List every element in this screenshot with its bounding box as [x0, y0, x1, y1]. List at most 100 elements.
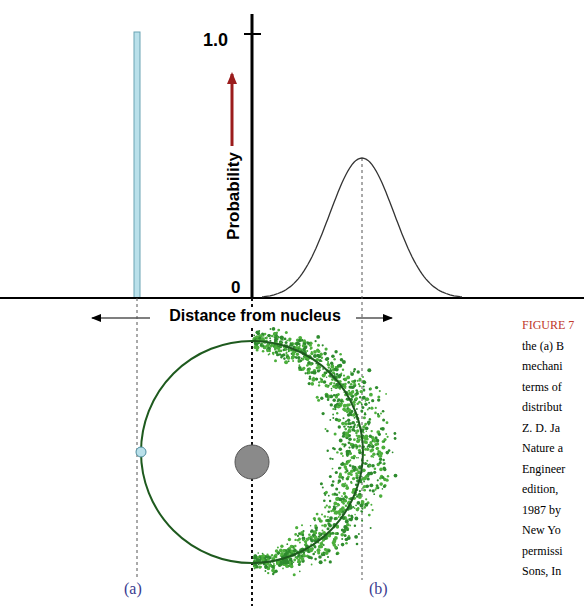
cloud-dot: [379, 494, 383, 498]
cloud-dot: [373, 439, 377, 443]
cloud-dot: [339, 508, 341, 510]
cloud-dot: [334, 517, 337, 520]
cloud-dot: [300, 369, 302, 371]
cloud-dot: [355, 397, 358, 400]
axis-max-value: 1.0: [203, 30, 228, 51]
cloud-dot: [360, 391, 362, 393]
cloud-dot: [296, 353, 299, 356]
cloud-dot: [284, 338, 287, 341]
cloud-dot: [354, 417, 356, 419]
cloud-dot: [376, 439, 378, 441]
cloud-dot: [324, 506, 326, 508]
cloud-dot: [349, 464, 352, 467]
probability-axis: [251, 14, 254, 298]
cloud-dot: [344, 465, 348, 469]
cloud-dot: [334, 400, 336, 402]
cloud-dot: [308, 382, 311, 385]
cloud-dot: [290, 545, 293, 548]
cloud-dot: [311, 371, 314, 374]
cloud-dot: [343, 425, 345, 427]
cloud-dot: [289, 349, 291, 351]
cloud-dot: [327, 361, 329, 363]
cloud-dot: [309, 344, 312, 347]
cloud-dot: [280, 552, 284, 556]
cloud-dot: [344, 383, 347, 386]
cloud-dot: [376, 485, 378, 487]
cloud-dot: [261, 333, 264, 336]
cloud-dot: [354, 525, 356, 527]
cloud-dot: [328, 524, 332, 528]
cloud-dot: [338, 475, 341, 478]
cloud-dot: [364, 503, 368, 507]
cloud-dot: [369, 388, 372, 391]
cloud-dot: [291, 342, 295, 346]
cloud-dot: [307, 368, 309, 370]
cloud-dot: [364, 435, 368, 439]
cloud-dot: [258, 335, 262, 339]
cloud-dot: [322, 412, 325, 415]
cloud-dot: [370, 388, 372, 390]
cloud-dot: [331, 354, 335, 358]
cloud-dot: [309, 548, 313, 552]
cloud-dot: [363, 429, 365, 431]
cloud-dot: [263, 346, 267, 350]
cloud-dot: [332, 480, 335, 483]
cloud-dot: [358, 383, 360, 385]
cloud-dot: [320, 380, 323, 383]
cloud-dot: [342, 435, 345, 438]
cloud-dot: [334, 368, 338, 372]
cloud-dot: [382, 440, 385, 443]
cloud-dot: [324, 494, 326, 496]
cloud-dot: [340, 533, 344, 537]
cloud-dot: [280, 562, 283, 565]
caption-line: mechani: [522, 359, 563, 374]
cloud-dot: [311, 378, 315, 382]
cloud-dot: [349, 518, 353, 522]
cloud-dot: [382, 419, 385, 422]
cloud-dot: [350, 482, 352, 484]
cloud-dot: [310, 557, 313, 560]
cloud-dot: [343, 375, 345, 377]
cloud-dot: [256, 343, 259, 346]
cloud-dot: [394, 474, 398, 478]
cloud-dot: [338, 492, 340, 494]
cloud-dot: [347, 381, 350, 384]
cloud-dot: [288, 538, 291, 541]
cloud-dot: [386, 421, 389, 424]
cloud-dot: [315, 340, 317, 342]
cloud-dot: [302, 537, 306, 541]
cloud-dot: [350, 426, 352, 428]
cloud-dot: [256, 346, 259, 349]
cloud-dot: [348, 472, 351, 475]
cloud-dot: [379, 482, 383, 486]
cloud-dot: [345, 520, 349, 524]
cloud-dot: [376, 442, 379, 445]
cloud-dot: [369, 418, 371, 420]
cloud-dot: [365, 498, 367, 500]
cloud-dot: [362, 425, 365, 428]
cloud-dot: [335, 517, 338, 520]
cloud-dot: [275, 549, 279, 553]
cloud-dot: [376, 447, 379, 450]
cloud-dot: [368, 444, 372, 448]
cloud-dot: [373, 493, 375, 495]
cloud-dot: [318, 366, 321, 369]
cloud-dot: [284, 564, 286, 566]
cloud-dot: [276, 338, 279, 341]
cloud-dot: [286, 352, 288, 354]
cloud-dot: [282, 568, 284, 570]
cloud-dot: [316, 335, 320, 339]
cloud-dot: [272, 352, 275, 355]
cloud-dot: [383, 459, 385, 461]
cloud-dot: [327, 527, 330, 530]
cloud-dot: [356, 496, 358, 498]
cloud-dot: [260, 566, 262, 568]
cloud-dot: [369, 393, 373, 397]
cloud-dot: [320, 519, 323, 522]
cloud-dot: [279, 549, 283, 553]
cloud-dot: [340, 404, 342, 406]
cloud-dot: [341, 538, 343, 540]
cloud-dot: [345, 542, 348, 545]
cloud-dot: [328, 549, 331, 552]
